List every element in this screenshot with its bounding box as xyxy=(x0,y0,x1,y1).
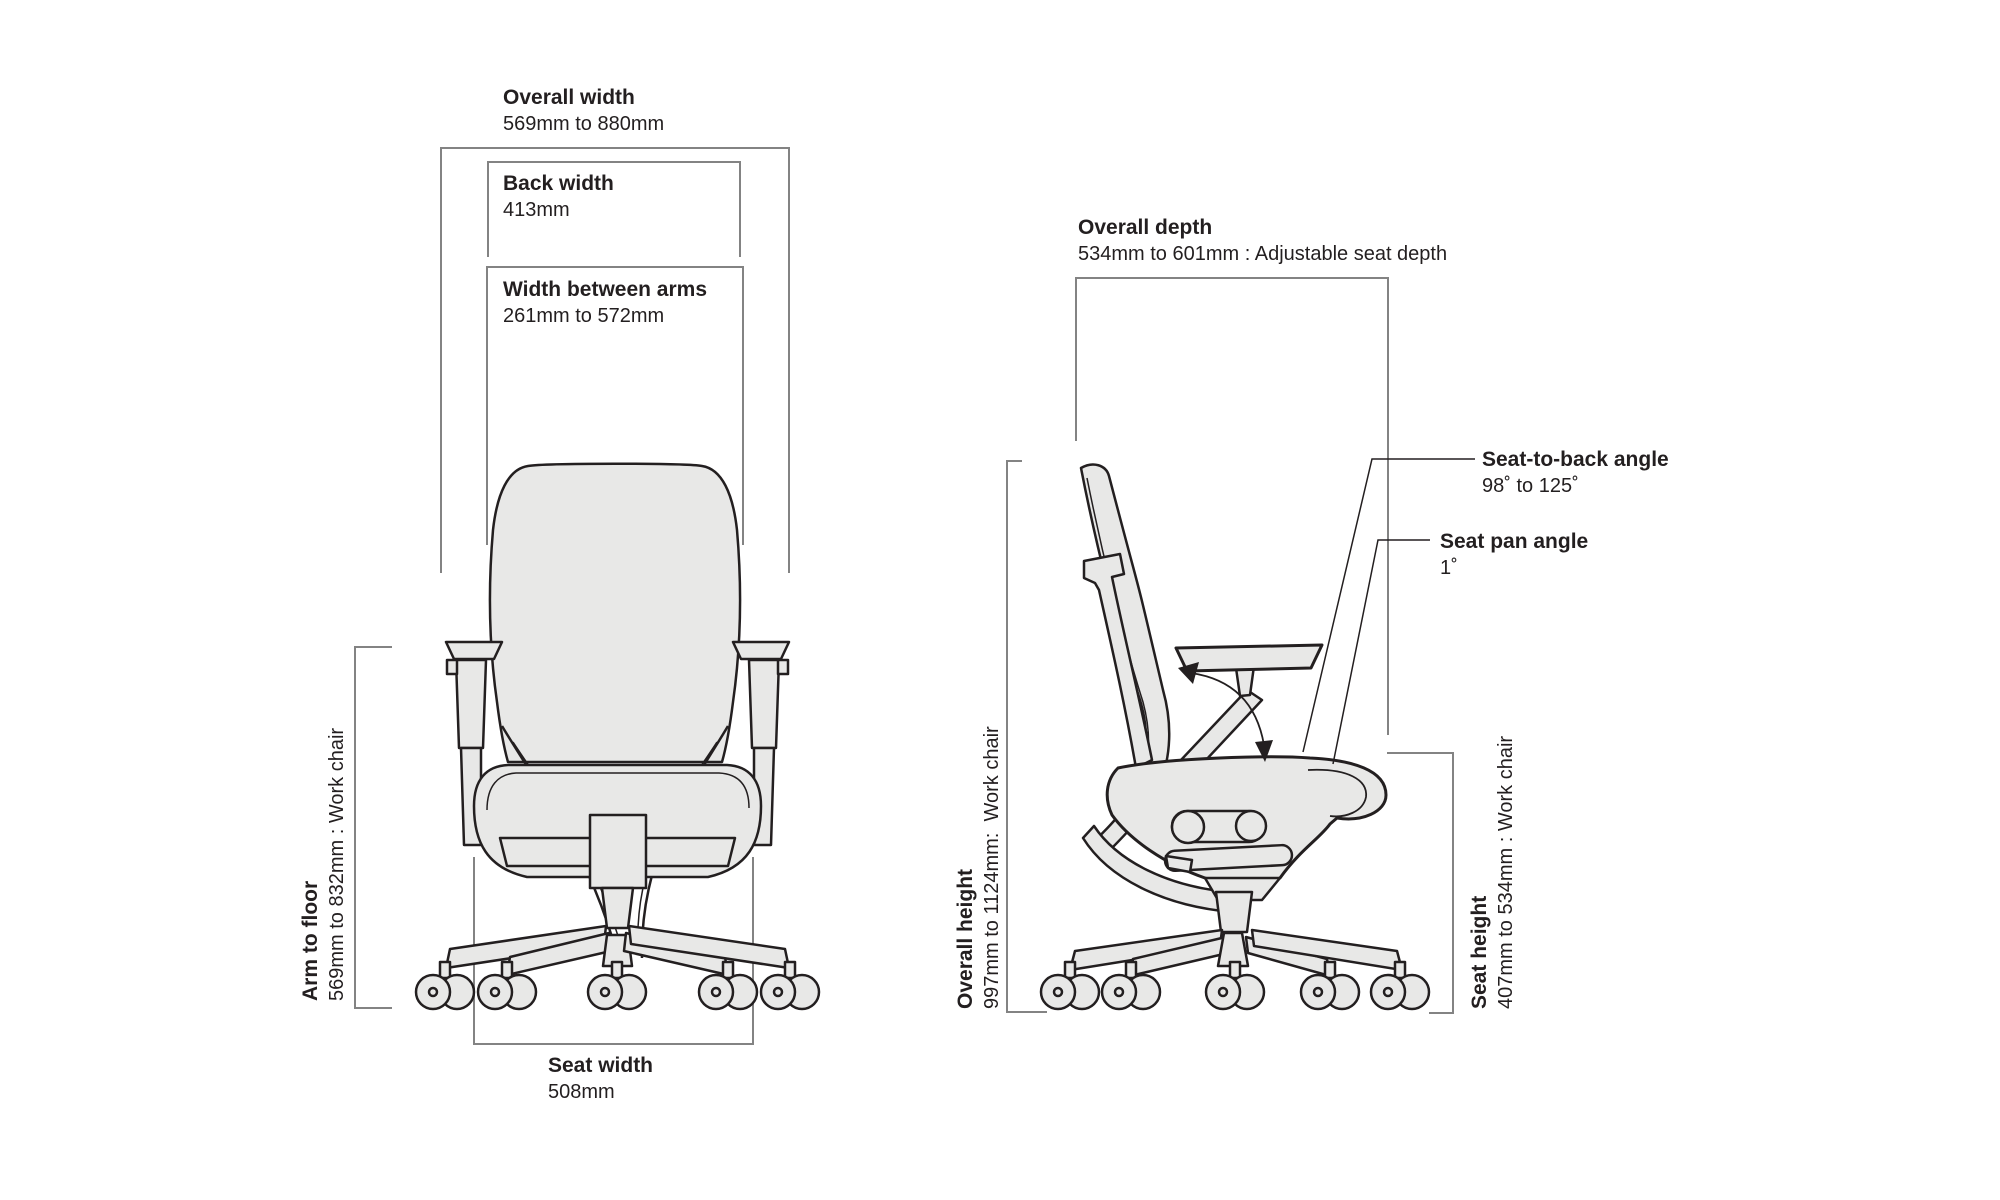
dim-value: 407mm to 534mm : Work chair xyxy=(1495,735,1517,1009)
arm-to-floor-bracket xyxy=(354,646,392,1009)
dim-title: Back width xyxy=(503,172,614,195)
side-seat-knob xyxy=(1234,809,1268,843)
dim-label-overall-height: Overall height 997mm to 1124mm: Work cha… xyxy=(952,726,1005,1009)
dim-value: 534mm to 601mm : Adjustable seat depth xyxy=(1078,243,1448,265)
width-between-arms-bracket xyxy=(486,266,744,545)
dim-label-width-between-arms: Width between arms 261mm to 572mm xyxy=(503,276,711,329)
dim-label-seat-pan-angle: Seat pan angle 1˚ xyxy=(1440,528,1588,581)
seat-height-bracket xyxy=(1387,752,1454,1014)
dim-value: 569mm to 880mm xyxy=(503,113,665,135)
leader-lines xyxy=(1302,458,1475,765)
overall-depth-bracket xyxy=(1075,277,1389,735)
overall-height-bracket xyxy=(1006,460,1047,1013)
seat-to-back-angle-leader xyxy=(1302,458,1475,753)
dim-title: Overall width xyxy=(503,86,635,109)
back-width-bracket xyxy=(487,161,741,257)
seat-pan-angle-leader xyxy=(1332,539,1430,765)
dim-title: Arm to floor xyxy=(299,880,322,1001)
dim-title: Width between arms xyxy=(503,278,708,301)
front-backrest xyxy=(488,462,742,764)
dim-title: Seat pan angle xyxy=(1440,530,1589,553)
dim-title: Seat width xyxy=(548,1054,654,1077)
dim-value: 569mm to 832mm : Work chair xyxy=(326,727,348,1001)
dim-label-seat-width: Seat width 508mm xyxy=(548,1052,653,1105)
dimension-lines xyxy=(354,147,1454,1045)
dim-title: Overall depth xyxy=(1078,216,1213,239)
dim-title: Overall height xyxy=(954,868,977,1009)
side-seat-knob xyxy=(1170,809,1206,845)
dim-value: 997mm to 1124mm: Work chair xyxy=(981,726,1003,1009)
side-casters xyxy=(1039,960,1431,1011)
chair-front-view-illustration xyxy=(414,462,821,1011)
dim-title: Seat-to-back angle xyxy=(1482,448,1669,471)
dim-value: 1˚ xyxy=(1440,557,1458,579)
front-right-arm-cap xyxy=(731,640,791,661)
dim-label-overall-width: Overall width 569mm to 880mm xyxy=(503,84,664,137)
dim-label-overall-depth: Overall depth 534mm to 601mm : Adjustabl… xyxy=(1078,214,1447,267)
front-casters xyxy=(414,960,821,1011)
chair-side-view-illustration xyxy=(1039,463,1431,1011)
front-gas-cylinder xyxy=(600,886,635,930)
dim-value: 413mm xyxy=(503,199,570,221)
dim-label-seat-to-back-angle: Seat-to-back angle 98˚ to 125˚ xyxy=(1482,446,1669,499)
overall-width-bracket xyxy=(440,147,790,573)
dim-label-arm-to-floor: Arm to floor 569mm to 832mm : Work chair xyxy=(297,728,350,1001)
dim-title: Seat height xyxy=(1468,895,1491,1009)
dim-value: 261mm to 572mm xyxy=(503,305,665,327)
side-base-legs xyxy=(1068,928,1404,978)
side-arm-pad xyxy=(1174,643,1324,673)
front-left-arm-cap xyxy=(444,640,504,661)
side-gas-cylinder xyxy=(1214,890,1254,934)
front-right-arm-post xyxy=(747,658,781,750)
dim-value: 98˚ to 125˚ xyxy=(1482,475,1579,497)
recline-angle-arrow xyxy=(1178,662,1273,762)
front-seat-mechanism xyxy=(588,813,648,890)
dim-label-seat-height: Seat height 407mm to 534mm : Work chair xyxy=(1466,736,1519,1009)
front-left-arm-post xyxy=(454,658,488,750)
dim-label-back-width: Back width 413mm xyxy=(503,170,614,223)
dim-value: 508mm xyxy=(548,1081,615,1103)
